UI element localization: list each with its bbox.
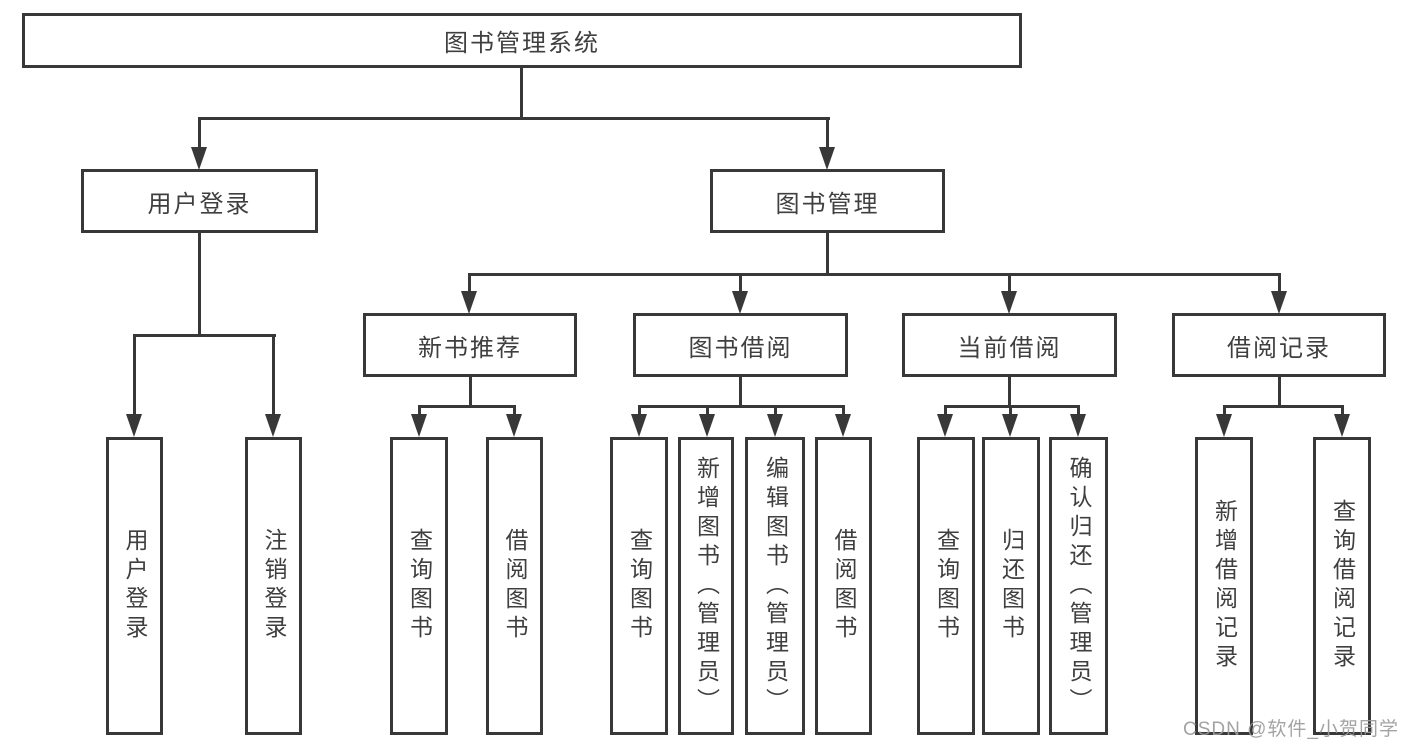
leaf-return-books: 归还图书 — [982, 437, 1040, 735]
arrow-down-icon — [506, 414, 522, 437]
leaf-return-books-label: 归还图书 — [998, 528, 1025, 644]
connector-line — [469, 377, 472, 408]
leaf-search-borrow-record-label: 查询借阅记录 — [1329, 499, 1356, 673]
node-book-borrowing: 图书借阅 — [633, 313, 848, 377]
leaf-search-books-borrow: 查询图书 — [610, 437, 668, 735]
connector-line — [133, 334, 136, 415]
node-new-book-recommend-label: 新书推荐 — [418, 334, 522, 362]
arrow-down-icon — [767, 414, 783, 437]
connector-line — [638, 405, 641, 415]
leaf-borrow-books: 借阅图书 — [815, 437, 872, 735]
connector-line — [842, 405, 845, 415]
arrow-down-icon — [1334, 414, 1350, 437]
connector-line — [198, 117, 201, 149]
arrow-down-icon — [126, 414, 142, 437]
node-book-borrowing-label: 图书借阅 — [688, 334, 793, 362]
connector-line — [826, 233, 829, 276]
leaf-search-borrow-record: 查询借阅记录 — [1313, 437, 1371, 735]
connector-line — [1008, 377, 1011, 408]
node-borrowing-records-label: 借阅记录 — [1227, 334, 1331, 362]
node-current-borrowing: 当前借阅 — [902, 313, 1117, 377]
connector-line — [1077, 405, 1080, 415]
connector-line — [1278, 377, 1281, 408]
connector-line — [468, 273, 1281, 276]
csdn-watermark: CSDN @软件_小贺同学 — [1183, 719, 1399, 740]
arrow-down-icon — [1271, 291, 1287, 314]
connector-line — [944, 405, 947, 415]
leaf-edit-books-admin: 编辑图书（管理员） — [745, 437, 805, 735]
node-user-login-label: 用户登录 — [147, 190, 252, 218]
leaf-user-login-label: 用户登录 — [122, 528, 148, 644]
arrow-down-icon — [1002, 414, 1018, 437]
node-new-book-recommend: 新书推荐 — [363, 313, 577, 377]
leaf-search-books-current-label: 查询图书 — [933, 528, 960, 644]
connector-line — [1009, 405, 1012, 415]
connector-line — [1341, 405, 1344, 415]
arrow-down-icon — [1216, 414, 1232, 437]
connector-line — [418, 405, 516, 408]
connector-line — [739, 377, 742, 408]
connector-line — [706, 405, 709, 415]
connector-line — [1008, 273, 1011, 293]
arrow-down-icon — [835, 414, 851, 437]
leaf-confirm-return-admin-label: 确认归还（管理员） — [1066, 455, 1092, 717]
connector-line — [944, 405, 1080, 408]
leaf-search-books-recommend-label: 查询图书 — [406, 528, 433, 644]
node-current-borrowing-label: 当前借阅 — [957, 334, 1062, 362]
leaf-add-books-admin-label: 新增图书（管理员） — [693, 455, 720, 717]
leaf-borrow-books-label: 借阅图书 — [831, 528, 857, 644]
connector-line — [1278, 273, 1281, 293]
root-node: 图书管理系统 — [22, 13, 1022, 68]
connector-line — [520, 66, 523, 117]
arrow-down-icon — [265, 414, 281, 437]
arrow-down-icon — [461, 291, 477, 314]
connector-line — [826, 117, 829, 149]
leaf-add-books-admin: 新增图书（管理员） — [678, 437, 734, 735]
leaf-add-borrow-record: 新增借阅记录 — [1195, 437, 1253, 735]
leaf-add-borrow-record-label: 新增借阅记录 — [1211, 499, 1238, 673]
node-borrowing-records: 借阅记录 — [1172, 313, 1386, 377]
connector-line — [513, 405, 516, 415]
arrow-down-icon — [937, 414, 953, 437]
node-book-management-label: 图书管理 — [775, 190, 880, 218]
arrow-down-icon — [191, 147, 207, 170]
leaf-borrow-books-recommend: 借阅图书 — [486, 437, 543, 735]
connector-line — [774, 405, 777, 415]
leaf-edit-books-admin-label: 编辑图书（管理员） — [762, 455, 789, 717]
arrow-down-icon — [411, 414, 427, 437]
arrow-down-icon — [1070, 414, 1086, 437]
leaf-logout: 注销登录 — [245, 437, 302, 735]
leaf-borrow-books-recommend-label: 借阅图书 — [502, 528, 528, 644]
leaf-search-books-borrow-label: 查询图书 — [626, 528, 653, 644]
arrow-down-icon — [732, 291, 748, 314]
connector-line — [272, 334, 275, 415]
arrow-down-icon — [631, 414, 647, 437]
leaf-search-books-recommend: 查询图书 — [390, 437, 448, 735]
connector-line — [638, 405, 845, 408]
leaf-logout-label: 注销登录 — [261, 528, 287, 644]
leaf-confirm-return-admin: 确认归还（管理员） — [1049, 437, 1108, 735]
connector-line — [198, 233, 201, 337]
connector-line — [1223, 405, 1226, 415]
connector-line — [739, 273, 742, 293]
root-node-label: 图书管理系统 — [444, 30, 600, 57]
arrow-down-icon — [819, 147, 835, 170]
leaf-user-login: 用户登录 — [106, 437, 163, 735]
node-book-management: 图书管理 — [710, 169, 945, 233]
connector-line — [198, 117, 830, 120]
node-user-login: 用户登录 — [81, 169, 318, 233]
connector-line — [133, 334, 276, 337]
arrow-down-icon — [1001, 291, 1017, 314]
arrow-down-icon — [699, 414, 715, 437]
connector-line — [1223, 405, 1344, 408]
connector-line — [418, 405, 421, 415]
leaf-search-books-current: 查询图书 — [917, 437, 975, 735]
connector-line — [468, 273, 471, 293]
